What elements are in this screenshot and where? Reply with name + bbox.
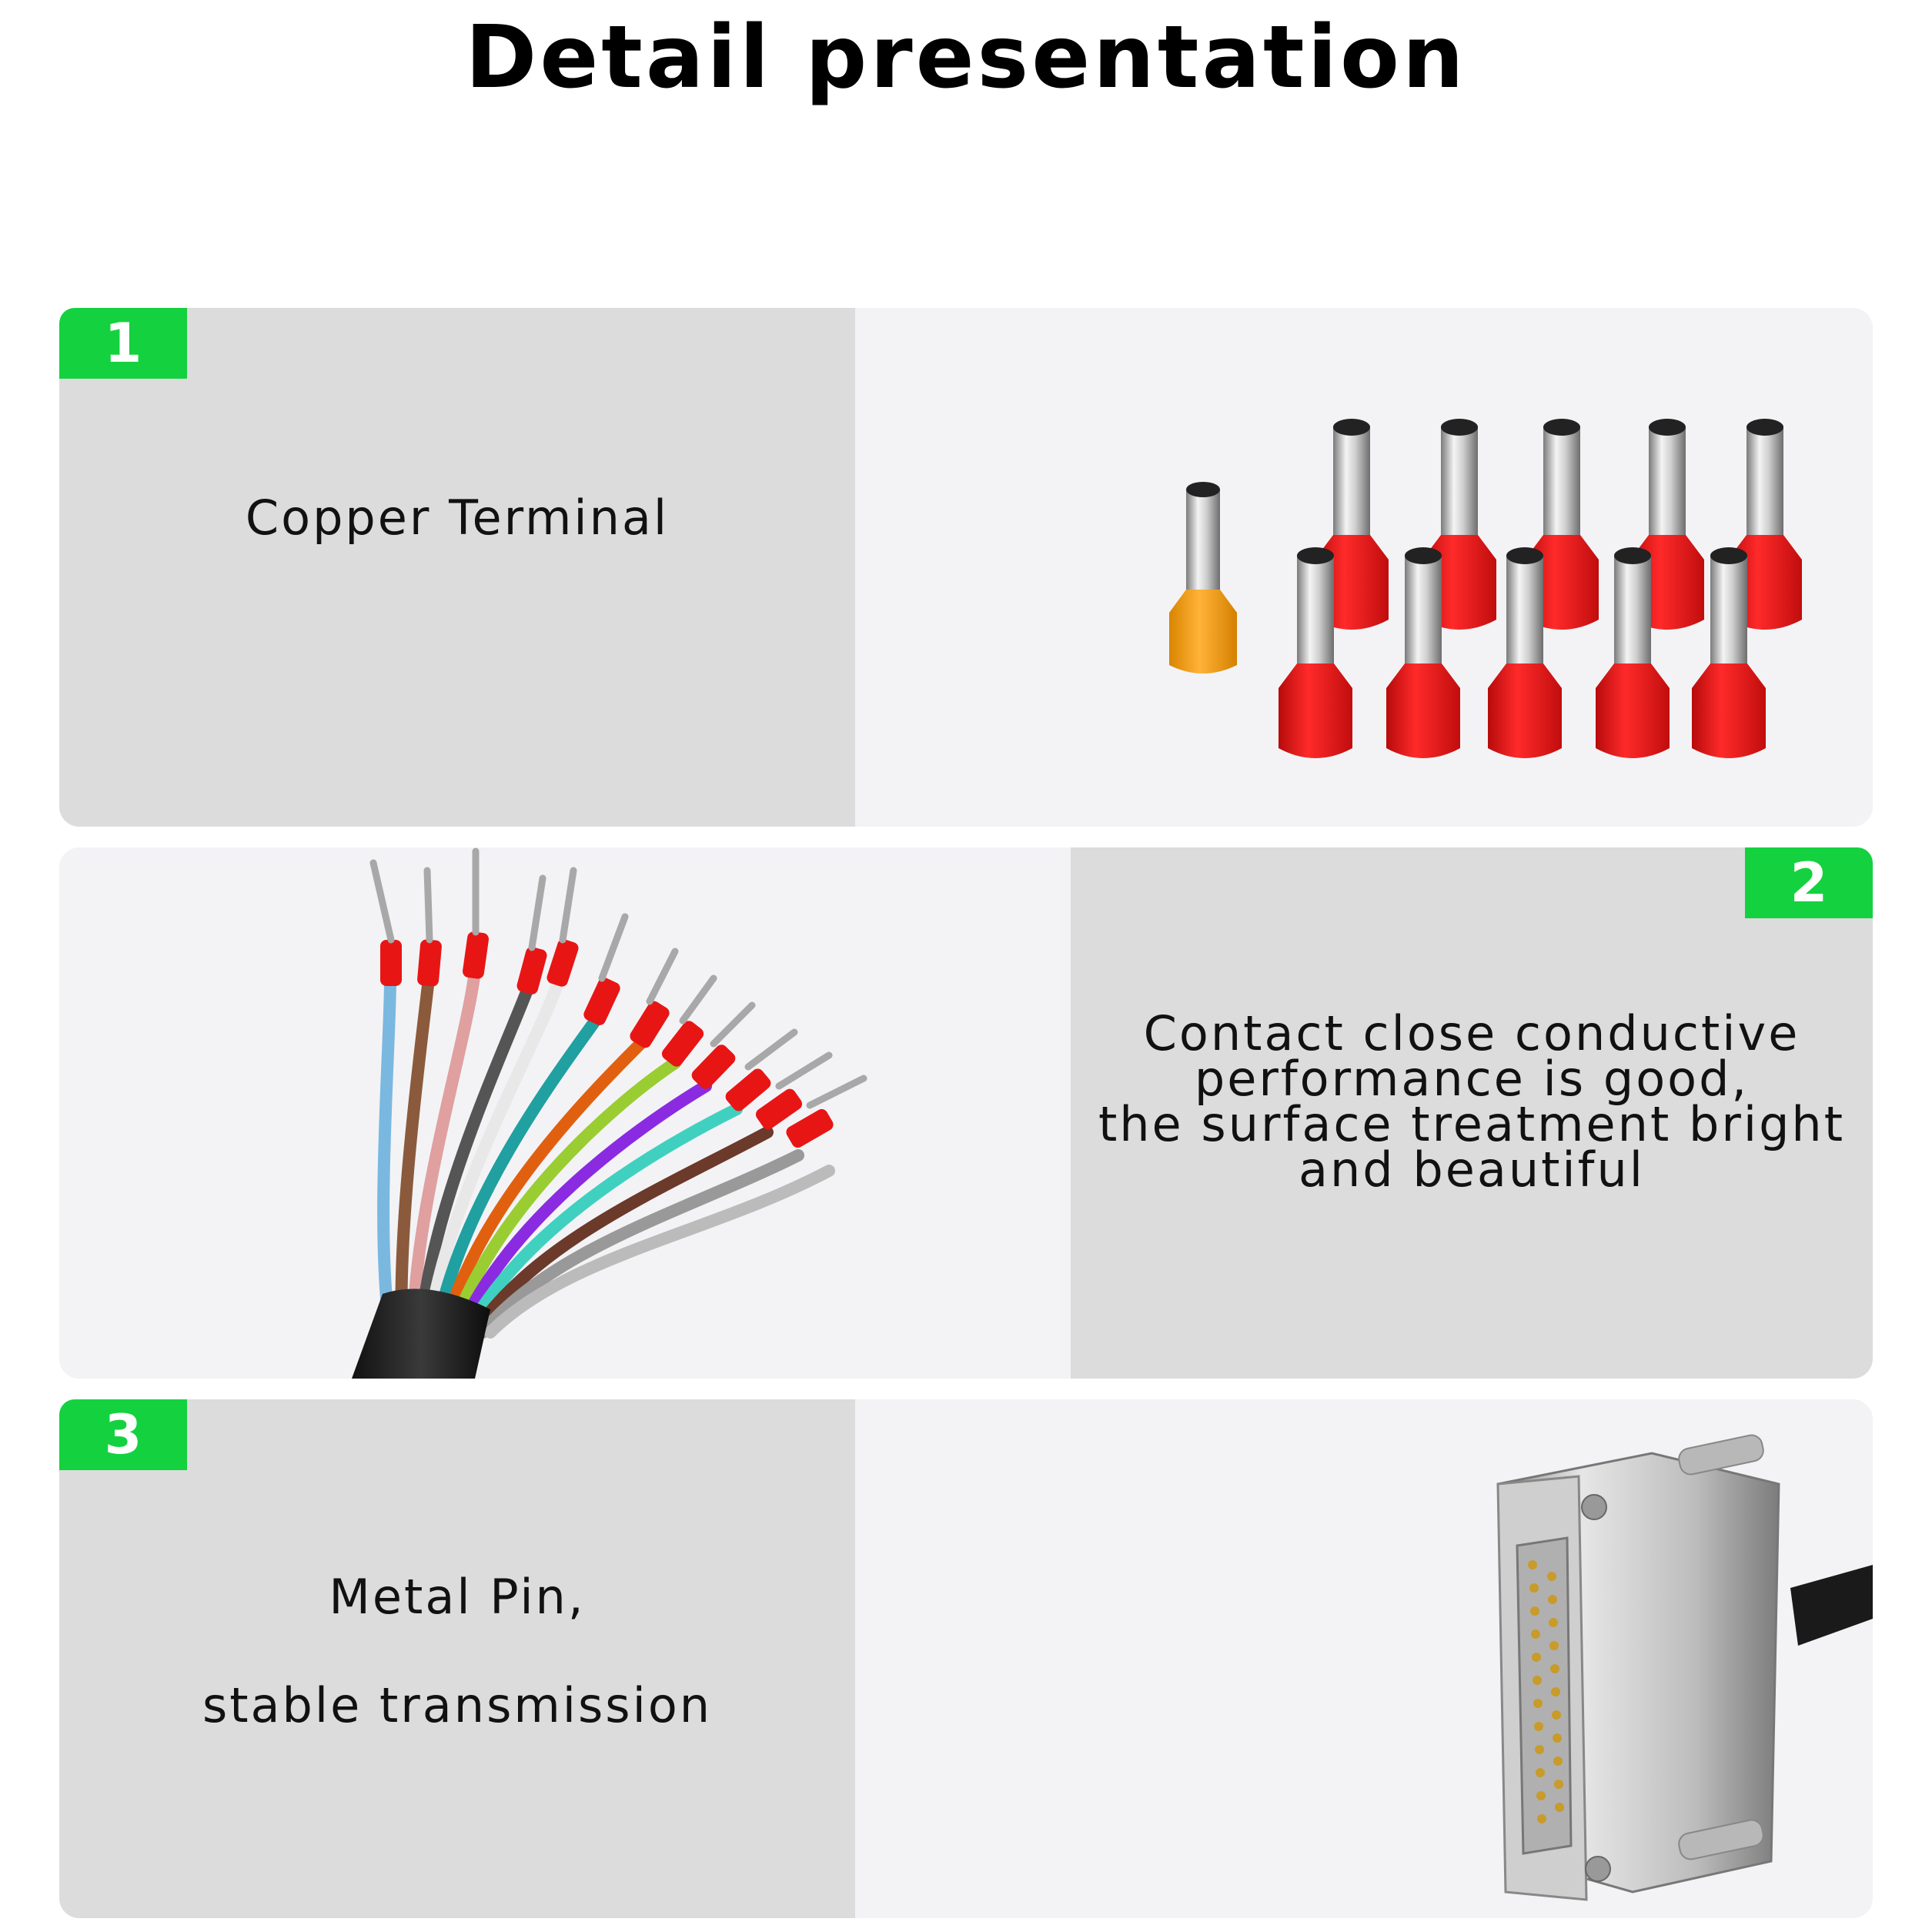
crimped-cable-wires-photo — [352, 847, 867, 1379]
feature-title: Copper Terminal — [245, 489, 670, 546]
badge-number-3: 3 — [59, 1399, 187, 1470]
feature-title: Metal Pin, — [329, 1569, 586, 1625]
feature-image-pane — [59, 847, 1071, 1379]
badge-number-2: 2 — [1745, 847, 1873, 918]
feature-image-pane — [855, 1399, 1873, 1918]
feature-image-pane — [855, 308, 1873, 827]
feature-desc-line-4: and beautiful — [1298, 1141, 1646, 1198]
ferrule-terminals-photo — [1169, 419, 1802, 758]
feature-desc-line-1: Contact close conductive — [1143, 1005, 1800, 1061]
feature-subtitle: stable transmission — [202, 1677, 713, 1733]
feature-desc-line-2: performance is good, — [1194, 1051, 1750, 1107]
feature-panel-metal-pin: Metal Pin, stable transmission — [59, 1399, 1873, 1918]
db25-connector-photo — [1496, 1434, 1873, 1901]
feature-text-pane: Contact close conductive performance is … — [1071, 847, 1873, 1379]
feature-desc-line-3: the surface treatment bright — [1098, 1096, 1846, 1152]
feature-panel-copper-terminal: Copper Terminal — [59, 308, 1873, 827]
feature-panel-contact-performance: Contact close conductive performance is … — [59, 847, 1873, 1379]
feature-text-pane: Metal Pin, stable transmission — [59, 1399, 855, 1918]
page-title: Detail presentation — [465, 8, 1467, 108]
feature-text-pane: Copper Terminal — [59, 308, 855, 827]
badge-number-1: 1 — [59, 308, 187, 379]
